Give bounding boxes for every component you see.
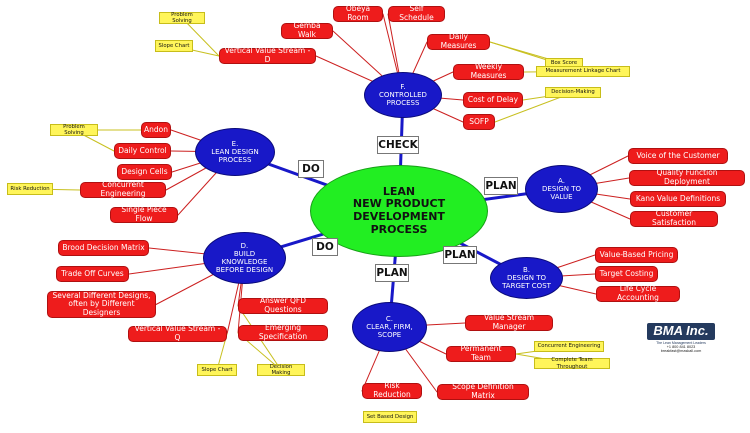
topic-permanent-team[interactable]: Permanent Team [446, 345, 516, 362]
note-set-based-design[interactable]: Set Based Design [363, 411, 417, 423]
topic-answer-qfd-questions[interactable]: Answer QFD Questions [238, 297, 328, 314]
phase-tag-do-e: DO [298, 160, 324, 178]
note-decision-making-d[interactable]: Decision Making [257, 364, 305, 376]
logo-email: breakfast@maskall.com [660, 348, 702, 353]
logo-tagline: The Lean Management Leaders [656, 340, 706, 345]
note-complete-team-throughout[interactable]: Complete Team Throughout [534, 357, 610, 370]
phase-tag-check: CHECK [377, 136, 419, 154]
topic-scope-definition-matrix[interactable]: Scope Definition Matrix [437, 383, 529, 400]
note-problem-solving-e[interactable]: Problem Solving [50, 124, 98, 136]
topic-kano-value-definitions[interactable]: Kano Value Definitions [630, 191, 726, 207]
topic-voice-of-customer[interactable]: Voice of the Customer [628, 148, 728, 164]
topic-trade-off-curves[interactable]: Trade Off Curves [56, 266, 129, 282]
note-problem-solving-f[interactable]: Problem Solving [159, 12, 205, 24]
topic-value-based-pricing[interactable]: Value-Based Pricing [595, 247, 678, 263]
phase-tag-do-d: DO [312, 238, 338, 256]
logo-mark: BMA Inc. [647, 322, 715, 340]
note-decision-making-f[interactable]: Decision-Making [545, 87, 601, 98]
branch-lean-design-process[interactable]: E. LEAN DESIGN PROCESS [195, 128, 275, 176]
bma-logo: BMA Inc. The Lean Management Leaders +1 … [645, 318, 717, 358]
topic-obeya-room[interactable]: Obeya Room [333, 5, 383, 22]
topic-emerging-specification[interactable]: Emerging Specification [238, 324, 328, 341]
branch-design-to-target-cost[interactable]: B. DESIGN TO TARGET COST [490, 257, 563, 299]
note-concurrent-engineering-c[interactable]: Concurrent Engineering [534, 341, 604, 352]
topic-quality-function-deployment[interactable]: Quality Function Deployment [629, 169, 745, 186]
topic-vertical-value-stream-d[interactable]: Vertical Value Stream - D [219, 47, 316, 64]
topic-design-cells[interactable]: Design Cells [117, 164, 172, 180]
phase-tag-plan-a: PLAN [484, 177, 518, 195]
note-slope-chart-f[interactable]: Slope Chart [155, 40, 193, 52]
note-risk-reduction-e[interactable]: Risk Reduction [7, 183, 53, 195]
phase-tag-plan-b: PLAN [443, 246, 477, 264]
topic-sofp[interactable]: SOFP [463, 114, 495, 130]
branch-controlled-process[interactable]: F. CONTROLLED PROCESS [364, 72, 442, 118]
branch-build-knowledge[interactable]: D. BUILD KNOWLEDGE BEFORE DESIGN [203, 232, 286, 284]
topic-daily-control[interactable]: Daily Control [114, 143, 171, 159]
central-node[interactable]: LEAN NEW PRODUCT DEVELOPMENT PROCESS [310, 165, 488, 257]
topic-several-different-designs[interactable]: Several Different Designs, often by Diff… [47, 291, 156, 318]
note-measurement-linkage-chart[interactable]: Measurement Linkage Chart [536, 66, 630, 77]
topic-cost-of-delay[interactable]: Cost of Delay [463, 92, 523, 108]
topic-risk-reduction[interactable]: Risk Reduction [362, 382, 422, 399]
topic-andon[interactable]: Andon [141, 122, 171, 138]
topic-concurrent-engineering[interactable]: Concurrent Engineering [80, 181, 166, 198]
topic-vertical-value-stream-q[interactable]: Vertical Value Stream - Q [128, 325, 227, 342]
branch-clear-firm-scope[interactable]: C. CLEAR, FIRM, SCOPE [352, 302, 427, 352]
topic-daily-measures[interactable]: Daily Measures [427, 33, 490, 50]
phase-tag-plan-c: PLAN [375, 264, 409, 282]
logo-phone: +1 800 841 8023 [666, 344, 696, 349]
topic-value-stream-manager[interactable]: Value Stream Manager [465, 314, 553, 331]
topic-brood-decision-matrix[interactable]: Brood Decision Matrix [58, 240, 149, 256]
topic-single-piece-flow[interactable]: Single Piece Flow [110, 206, 178, 223]
branch-design-to-value[interactable]: A. DESIGN TO VALUE [525, 165, 598, 213]
topic-target-costing[interactable]: Target Costing [595, 266, 658, 282]
topic-gemba-walk[interactable]: Gemba Walk [281, 22, 333, 39]
topic-self-schedule[interactable]: Self Schedule [388, 5, 445, 22]
link-vvsd-psf [181, 17, 220, 57]
note-slope-chart-d[interactable]: Slope Chart [197, 364, 237, 376]
topic-weekly-measures[interactable]: Weekly Measures [453, 63, 524, 80]
topic-life-cycle-accounting[interactable]: Life Cycle Accounting [596, 285, 680, 302]
topic-customer-satisfaction[interactable]: Customer Satisfaction [630, 210, 718, 227]
